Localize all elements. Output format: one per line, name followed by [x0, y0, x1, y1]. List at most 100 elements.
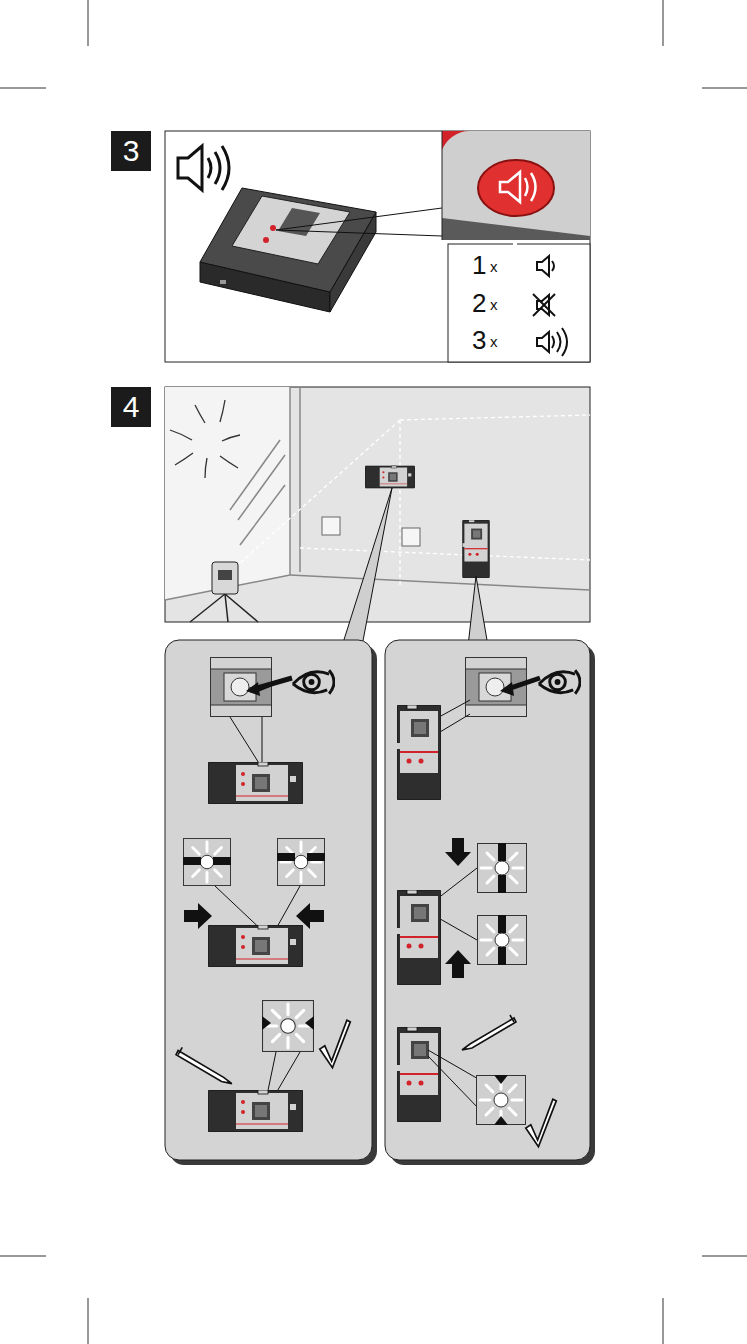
- sound-table: [448, 240, 590, 362]
- line-laser-tripod-part-part: [225, 594, 228, 622]
- crop-marks-part: [88, 0, 89, 46]
- sound-table-part-part: [537, 256, 549, 276]
- times-sign: x: [490, 259, 498, 274]
- distance-meter-part: [232, 196, 350, 264]
- callout-panel-right-part: [500, 682, 514, 696]
- speaker-icon: [178, 146, 229, 190]
- sound-table-part-part: [533, 294, 555, 316]
- receiver-horizontal: [365, 466, 415, 488]
- speaker-icon-part: [208, 158, 211, 178]
- button-closeup-part: [442, 131, 590, 240]
- sound-table-part: [513, 240, 517, 248]
- callout-panel-left-part-part: [230, 717, 262, 768]
- panel-three-part: [165, 131, 590, 362]
- laser-lines: [230, 415, 590, 585]
- callout-panel-left-part: [230, 717, 262, 768]
- distance-meter-part: [200, 188, 376, 292]
- leader-lines-part: [276, 208, 442, 230]
- distance-meter-part: [220, 280, 226, 284]
- sound-table-part-part: [533, 294, 555, 316]
- callout-panel-left-part: [277, 853, 295, 861]
- callout-panel-left-part: [183, 857, 201, 865]
- callout-panel-right-part: [498, 843, 506, 861]
- press-count: 1: [472, 252, 486, 278]
- callout-panel-right-part: [478, 844, 527, 893]
- sun-rays-part: [222, 435, 240, 441]
- callout-leaders: [342, 488, 488, 646]
- sound-table-part: [448, 244, 590, 362]
- distance-meter: [200, 188, 376, 312]
- callout-panel-left-part: [183, 838, 230, 885]
- button-closeup-part: [442, 131, 443, 240]
- press-count: 2: [472, 290, 486, 316]
- callout-panel-right-part: [498, 947, 506, 965]
- laser-lines-part: [300, 548, 590, 560]
- panel-four-part: [165, 387, 590, 622]
- sound-table-part-part: [552, 261, 554, 271]
- crop-marks-part: [0, 1256, 46, 1257]
- sun-rays-part: [195, 405, 205, 423]
- sun-rays-part: [205, 458, 207, 478]
- callout-panel-left-part: [213, 857, 231, 865]
- crop-marks-part: [88, 1298, 89, 1344]
- callout-panel-left-part: [263, 1001, 314, 1052]
- callout-panel-right-part: [494, 1075, 508, 1084]
- leader-lines: [276, 208, 442, 236]
- window-frame-part: [289, 387, 291, 575]
- callout-panel-right-part: [397, 890, 441, 985]
- window-frame-part: [230, 440, 280, 510]
- button-closeup-part: [478, 160, 554, 216]
- line-laser-tripod-part: [218, 570, 232, 580]
- button-closeup: [442, 131, 590, 240]
- button-closeup-part: [442, 131, 470, 150]
- callout-panel-right: [385, 640, 595, 1165]
- callout-panel-right-part: [445, 838, 471, 866]
- callout-panel-right-part: [498, 875, 506, 893]
- sun-rays-part: [170, 430, 192, 440]
- callout-panel-right-part: [462, 1015, 516, 1050]
- callout-panel-right-part: [445, 950, 471, 978]
- sun-rays: [170, 400, 240, 478]
- press-count: 3: [472, 327, 486, 353]
- callout-panel-right-part: [539, 670, 580, 693]
- panel-three: [165, 131, 590, 362]
- step-number: 3: [111, 131, 151, 171]
- distance-meter-part: [263, 237, 269, 243]
- step-number: 4: [111, 387, 151, 427]
- sun-rays-part: [175, 453, 193, 465]
- panel-four-part: [165, 387, 290, 600]
- crop-marks-part: [702, 88, 747, 89]
- distance-meter-part: [270, 225, 276, 231]
- step-number-text: 4: [123, 392, 140, 422]
- callout-panel-right-part-part: [428, 1056, 480, 1110]
- callout-panel-right-part: [428, 1050, 480, 1110]
- callout-panel-right-part: [385, 640, 590, 1160]
- callout-panel-left-part: [305, 1016, 314, 1030]
- callout-panel-left-part: [246, 682, 260, 696]
- callout-panel-right-part: [397, 1027, 441, 1122]
- speaker-icon-part: [222, 146, 229, 190]
- callout-panel-right-part: [526, 1099, 557, 1147]
- button-closeup-part: [500, 172, 520, 202]
- wall-sockets-part: [402, 528, 420, 546]
- callout-panel-right-part: [397, 705, 441, 800]
- laser-lines-part: [399, 420, 400, 585]
- callout-panel-left-part: [208, 762, 303, 804]
- window-frame-part: [238, 455, 285, 520]
- step-number-text: 3: [123, 136, 140, 166]
- line-laser-tripod-part: [212, 562, 238, 594]
- sound-table-part: [533, 256, 567, 356]
- callout-panel-right-part: [494, 1116, 508, 1125]
- callout-leaders-part: [342, 488, 392, 646]
- callout-panel-right-part-part: [428, 1050, 480, 1080]
- callout-panel-left-part: [277, 838, 324, 885]
- wall-sockets: [322, 517, 420, 546]
- crop-marks-part: [702, 1256, 747, 1257]
- callout-panel-left-part-part: [262, 717, 263, 768]
- receiver-vertical: [463, 520, 490, 578]
- callout-panel-right-part: [477, 1076, 526, 1125]
- times-sign: x: [490, 334, 498, 349]
- window-frame-part: [299, 387, 301, 572]
